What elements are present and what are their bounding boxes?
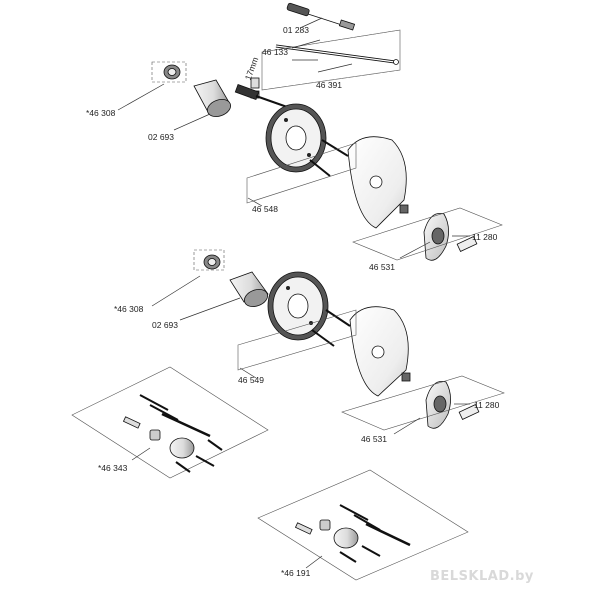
sleeve-02693-bottom [229,271,269,307]
label-46391: 46 391 [316,80,342,90]
kit-frame-46191 [257,469,469,581]
extension-rod-46133 [275,44,399,65]
nut-46308-bottom [193,249,225,271]
label-46191: *46 191 [281,568,311,578]
group-frame-46531-bottom [341,375,505,431]
label-11280-top: 11 280 [472,232,498,242]
label-11280-bottom: 11 280 [474,400,500,410]
cover-plate-top [347,136,407,229]
label-17mm: 17mm [243,56,260,82]
watermark: BELSKLAD.by [430,569,534,584]
group-frame-46391 [261,29,401,91]
lever-handle-bottom [401,372,480,429]
label-46308-bottom: *46 308 [114,304,144,314]
label-46343: *46 343 [98,463,128,473]
spindle-01283 [286,2,356,31]
label-46308-top: *46 308 [86,108,116,118]
nut-46308-top [151,61,187,83]
label-46531-bottom: 46 531 [361,434,387,444]
fixing-screws-bottom [311,309,351,347]
cartridge-spindle [234,83,291,109]
label-01283: 01 283 [283,25,309,35]
label-02693-top: 02 693 [148,132,174,142]
fixing-screws-top [309,139,349,177]
label-46548: 46 548 [252,204,278,214]
label-46531-top: 46 531 [369,262,395,272]
group-frame-46531-top [352,207,503,261]
kit-frame-46343 [71,366,269,479]
label-46549: 46 549 [238,375,264,385]
leader-lines [117,17,470,569]
label-02693-bottom: 02 693 [152,320,178,330]
label-46133: 46 133 [262,47,288,57]
sleeve-02693-top [193,79,232,117]
group-frame-46548 [246,142,357,204]
escutcheon-ring-bottom [267,271,329,341]
lever-handle-top [399,204,478,261]
cover-plate-bottom [349,306,409,397]
group-frame-46549 [237,309,357,371]
escutcheon-ring-top [265,103,327,173]
